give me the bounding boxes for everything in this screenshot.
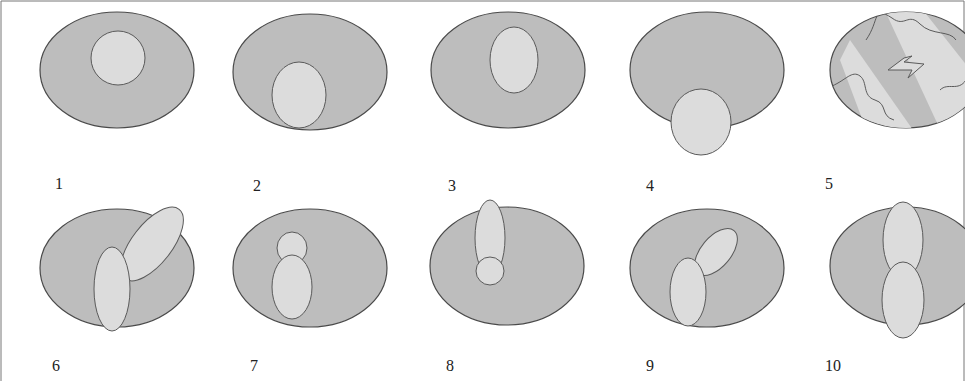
callout-number: 2 xyxy=(253,178,261,194)
inner-shape xyxy=(882,262,924,338)
outer-oval xyxy=(430,207,584,325)
outer-oval xyxy=(233,209,387,327)
inner-shape xyxy=(272,255,312,319)
callout-number: 5 xyxy=(825,176,833,192)
inner-shape xyxy=(91,31,145,85)
callout-number: 6 xyxy=(52,358,60,374)
inner-shape xyxy=(671,89,731,155)
callout-number: 10 xyxy=(825,358,841,374)
outer-oval xyxy=(431,12,585,128)
fracture-drawing xyxy=(832,0,965,140)
outer-oval xyxy=(233,14,387,130)
callout-number: 8 xyxy=(446,358,454,374)
outer-oval xyxy=(40,12,194,128)
callout-number: 9 xyxy=(646,358,654,374)
callout-number: 7 xyxy=(250,358,258,374)
callout-number: 3 xyxy=(448,178,456,194)
inner-shape xyxy=(670,258,706,326)
inner-shape xyxy=(490,27,538,93)
inner-shape xyxy=(94,247,130,331)
outer-oval xyxy=(630,209,784,327)
callout-number: 4 xyxy=(646,178,654,194)
callout-number: 1 xyxy=(55,176,63,192)
inner-shape xyxy=(476,257,504,285)
inner-shape xyxy=(272,62,326,128)
